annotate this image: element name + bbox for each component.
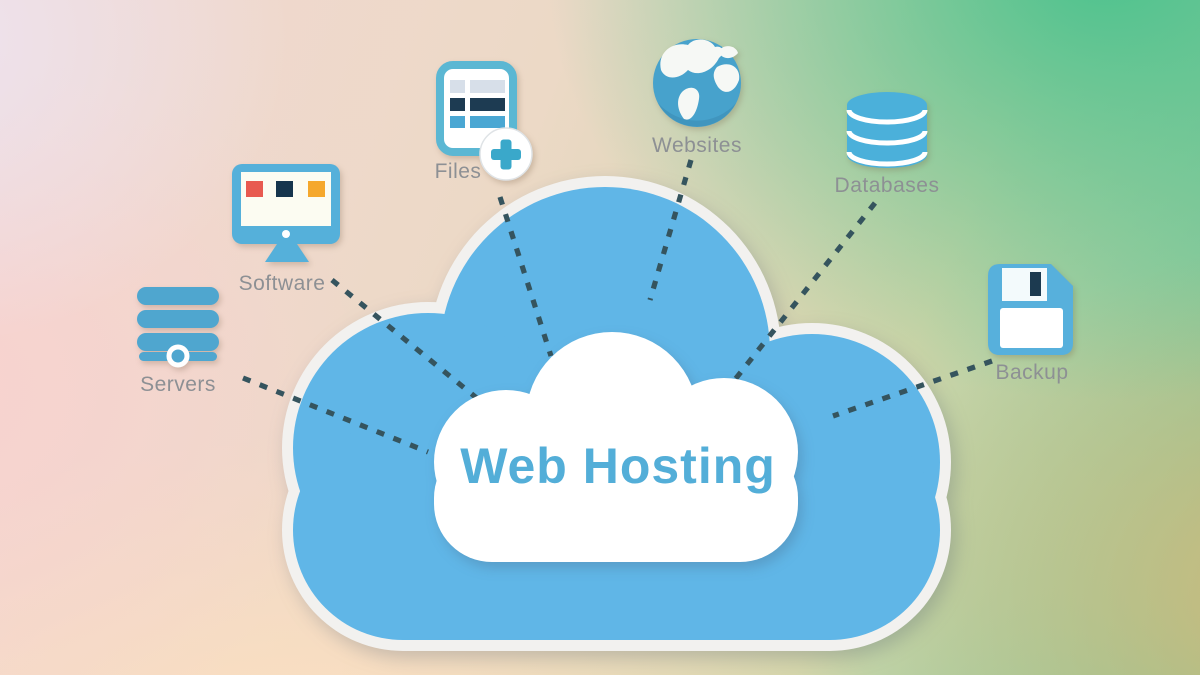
desktop-monitor-icon: [232, 164, 340, 262]
websites-label: Websites: [652, 134, 742, 157]
connector-websites: [647, 159, 694, 301]
connector-software: [330, 277, 486, 407]
node-databases: Databases: [835, 92, 940, 197]
software-label: Software: [239, 272, 326, 295]
node-files: Files: [435, 61, 533, 183]
plus-icon: [491, 139, 521, 170]
database-cylinder-icon: [846, 92, 928, 168]
cloud-title: Web Hosting: [460, 438, 776, 494]
node-servers: Servers: [137, 287, 219, 396]
node-websites: Websites: [652, 39, 742, 157]
servers-label: Servers: [140, 373, 216, 396]
server-stack-icon: [137, 287, 219, 368]
connector-servers: [242, 375, 429, 455]
node-backup: Backup: [988, 264, 1073, 384]
floppy-disk-icon: [988, 264, 1073, 355]
inner-cloud: [434, 332, 798, 562]
connectors: [242, 159, 993, 455]
backup-label: Backup: [995, 361, 1068, 384]
files-label: Files: [435, 160, 482, 183]
connector-databases: [730, 201, 878, 384]
document-add-icon: [436, 61, 533, 181]
node-software: Software: [232, 164, 340, 295]
databases-label: Databases: [835, 174, 940, 197]
globe-icon: [653, 39, 741, 127]
